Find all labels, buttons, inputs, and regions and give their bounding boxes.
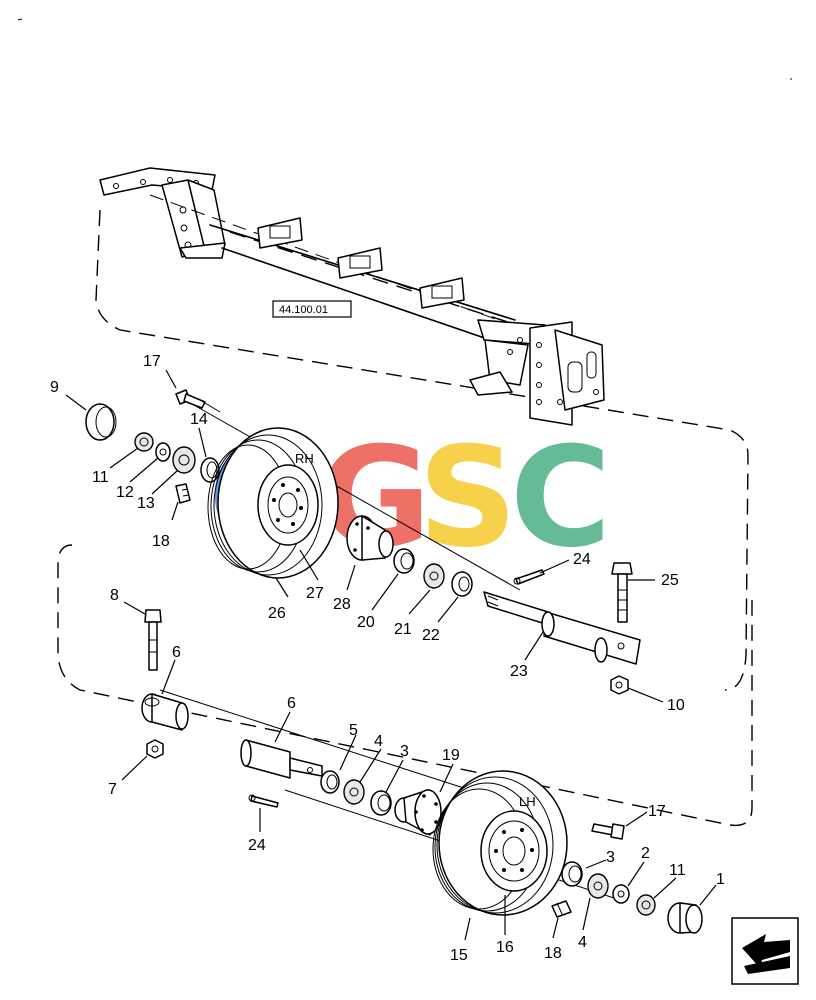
bearing-cone-13 <box>172 446 196 474</box>
hub-cap-9 <box>85 403 117 441</box>
bolt-8 <box>144 609 162 671</box>
lower-group-outline <box>57 544 753 827</box>
beam-bracket <box>337 247 383 279</box>
callout-23: 23 <box>510 663 528 680</box>
hub-28 <box>346 515 394 561</box>
callout-3: 3 <box>400 743 409 760</box>
callout-12: 12 <box>116 484 134 501</box>
bearing-cone-21 <box>423 563 445 589</box>
bearing-cone-4 <box>343 779 365 805</box>
beam-bracket <box>419 277 465 309</box>
callout-16: 16 <box>496 939 514 956</box>
callout-21: 21 <box>394 621 412 638</box>
watermark-letter-s: S <box>418 417 517 578</box>
spindle-6 <box>240 739 323 779</box>
washer-2 <box>612 884 630 904</box>
castle-nut-11 <box>134 432 154 452</box>
leader-lines <box>65 369 717 941</box>
callout-9: 9 <box>50 379 59 396</box>
callout-18: 18 <box>152 533 170 550</box>
callout-24: 24 <box>573 551 591 568</box>
callout-7: 7 <box>108 781 117 798</box>
grease-fitting-18-rh <box>175 483 191 504</box>
castle-nut-11-lh <box>636 894 656 916</box>
callout-11: 11 <box>92 469 109 486</box>
reference-box[interactable]: 44.100.01 <box>272 300 352 318</box>
callout-8: 8 <box>110 587 119 604</box>
nut-10 <box>610 675 629 695</box>
callout-14: 14 <box>190 411 208 428</box>
hub-cap-1 <box>667 902 703 934</box>
rh-tire-26: RH <box>207 427 339 579</box>
callout-17-lh: 17 <box>648 803 666 820</box>
callout-10: 10 <box>667 697 685 714</box>
grease-fitting-18-lh <box>551 900 572 918</box>
callout-24-lh: 24 <box>248 837 266 854</box>
callout-15: 15 <box>450 947 468 964</box>
axle-frame <box>99 167 605 426</box>
callout-28: 28 <box>333 596 351 613</box>
rh-centerline <box>184 399 521 591</box>
callout-3-lh: 3 <box>606 849 615 866</box>
reference-box-label: 44.100.01 <box>279 304 328 316</box>
bearing-cup-20 <box>393 548 415 574</box>
nut-7 <box>146 739 164 759</box>
upper-group-outline <box>95 209 749 691</box>
callout-13: 13 <box>137 495 155 512</box>
callout-17: 17 <box>143 353 161 370</box>
lh-centerline <box>159 689 471 791</box>
rh-tire-label: RH <box>295 451 314 466</box>
bolt-17-lh <box>591 823 625 840</box>
callout-5: 5 <box>349 722 358 739</box>
cotter-pin-24-rh <box>513 569 545 585</box>
seal-5 <box>320 770 340 794</box>
bolt-25 <box>611 562 633 623</box>
callout-27: 27 <box>306 585 324 602</box>
bushing-6 <box>141 693 189 731</box>
corner-speck <box>790 78 792 80</box>
lh-tire-label: LH <box>519 794 536 809</box>
callout-26: 26 <box>268 605 286 622</box>
bearing-cone-4-lh <box>587 873 609 899</box>
callout-20: 20 <box>357 614 375 631</box>
beam-bracket <box>257 217 303 249</box>
callout-22: 22 <box>422 627 440 644</box>
callout-19: 19 <box>442 747 460 764</box>
callout-4-lh: 4 <box>578 934 587 951</box>
arrow-icon[interactable] <box>731 917 799 985</box>
bearing-cup-3 <box>370 790 392 816</box>
corner-mark <box>17 18 23 21</box>
callout-6-bushing: 6 <box>172 644 181 661</box>
hub-19 <box>394 789 442 836</box>
callouts: 9 17 14 11 12 13 18 26 27 28 20 21 22 24… <box>50 353 725 964</box>
bearing-cup-3-lh <box>561 861 583 887</box>
lh-tire-15: LH <box>432 770 568 916</box>
bolt-17-rh <box>175 389 221 413</box>
callout-18-lh: 18 <box>544 945 562 962</box>
washer-12 <box>155 442 171 462</box>
seal-22 <box>451 571 473 597</box>
callout-2: 2 <box>641 845 650 862</box>
callout-1: 1 <box>716 871 725 888</box>
spindle-23 <box>483 591 641 665</box>
callout-25: 25 <box>661 572 679 589</box>
callout-6-spindle: 6 <box>287 695 296 712</box>
watermark-letter-c2: C <box>510 417 611 578</box>
callout-4: 4 <box>374 733 383 750</box>
callout-11-lh: 11 <box>669 862 686 879</box>
cotter-pin-24-lh <box>248 794 279 808</box>
